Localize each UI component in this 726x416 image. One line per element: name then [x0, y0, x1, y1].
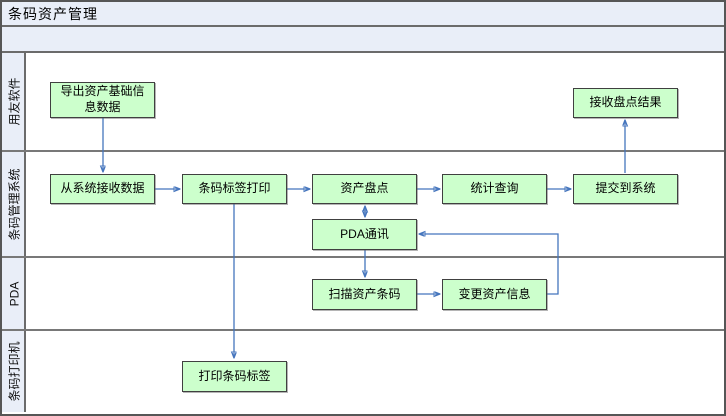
lane-label-column [2, 53, 26, 412]
header-band [2, 27, 724, 53]
diagram-title: 条码资产管理 [8, 7, 98, 23]
node-scan-barcode[interactable]: 扫描资产条码 [312, 279, 417, 310]
node-asset-inventory[interactable]: 资产盘点 [312, 174, 417, 204]
node-submit-to-system[interactable]: 提交到系统 [573, 174, 678, 204]
lane-label-barcode-printer: 条码打印机 [7, 341, 22, 402]
node-print-label[interactable]: 打印条码标签 [182, 361, 287, 392]
node-change-info[interactable]: 变更资产信息 [442, 279, 547, 310]
lane-label-barcode-system: 条码管理系统 [7, 167, 22, 241]
node-receive-from-system[interactable]: 从系统接收数据 [50, 174, 155, 204]
lane-label-pda: PDA [7, 281, 21, 306]
lane-separator [2, 256, 724, 258]
diagram-title-bar: 条码资产管理 [2, 2, 724, 27]
node-receive-result[interactable]: 接收盘点结果 [573, 88, 678, 118]
node-pda-comm[interactable]: PDA通讯 [312, 219, 417, 250]
lane-separator [2, 150, 724, 152]
node-export-data[interactable]: 导出资产基础信息数据 [50, 82, 155, 118]
lane-label-ufida: 用友软件 [7, 77, 22, 126]
node-stats-query[interactable]: 统计查询 [442, 174, 547, 204]
node-label-print[interactable]: 条码标签打印 [182, 174, 287, 204]
lane-separator [2, 329, 724, 331]
